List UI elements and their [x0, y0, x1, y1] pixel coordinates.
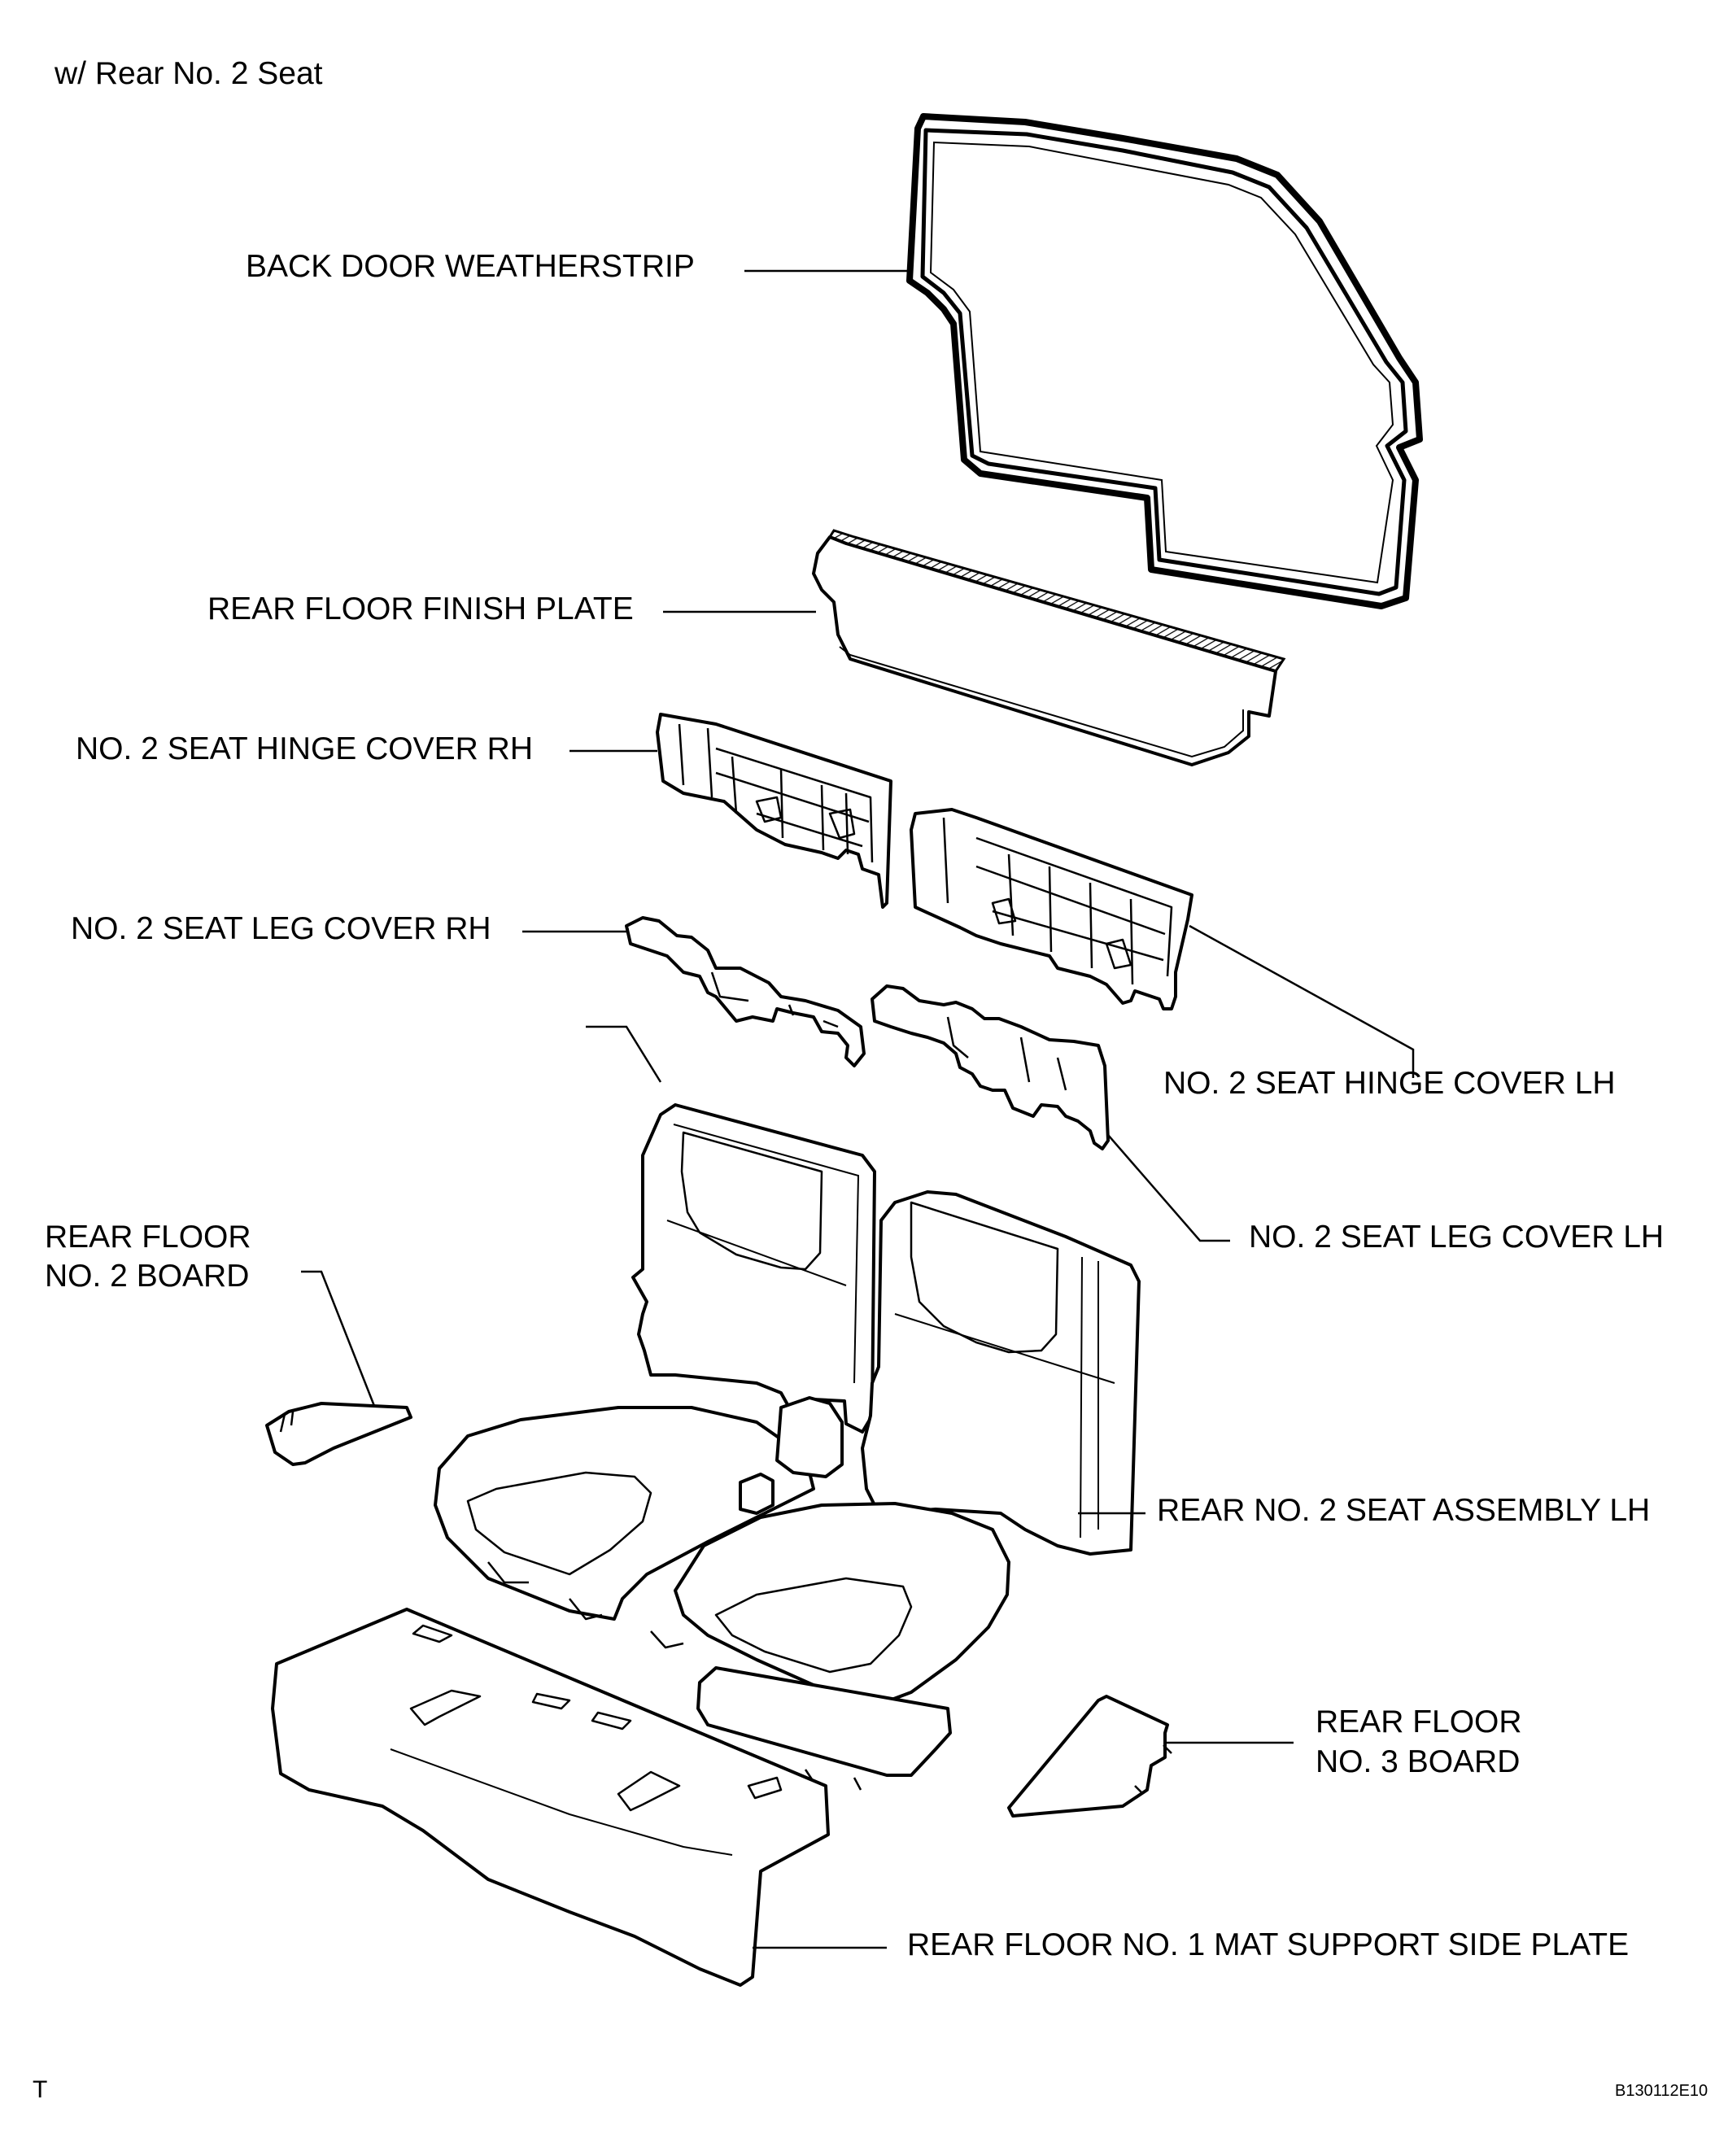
rear-floor-no2-board: [265, 1402, 412, 1466]
leader-floor-no2-board: [301, 1270, 376, 1407]
rear-no2-seat-assembly: [434, 1103, 1141, 1791]
label-hinge-cover-rh: NO. 2 SEAT HINGE COVER RH: [76, 731, 533, 766]
rear-floor-finish-plate: [812, 529, 1286, 766]
label-mat-support-side-plate: REAR FLOOR NO. 1 MAT SUPPORT SIDE PLATE: [907, 1927, 1630, 1962]
leg-cover-lh: [871, 984, 1110, 1150]
label-leg-cover-lh: NO. 2 SEAT LEG COVER LH: [1249, 1220, 1665, 1255]
label-hinge-cover-lh: NO. 2 SEAT HINGE COVER LH: [1163, 1066, 1616, 1101]
hinge-cover-lh: [910, 808, 1193, 1010]
label-back-door-weatherstrip: BACK DOOR WEATHERSTRIP: [246, 249, 695, 284]
hinge-cover-rh: [656, 713, 892, 909]
leader-lines: [301, 269, 1415, 1949]
leader-leg-cover-lh: [1107, 1134, 1230, 1242]
corner-mark: T: [33, 2076, 48, 2103]
label-seat-assembly-lh: REAR NO. 2 SEAT ASSEMBLY LH: [1157, 1493, 1651, 1528]
diagram-variant-title: w/ Rear No. 2 Seat: [55, 56, 323, 91]
leg-cover-rh: [625, 916, 866, 1067]
figure-code: B130112E10: [1615, 2082, 1708, 2100]
back-door-weatherstrip: [906, 113, 1423, 609]
label-floor-no2-board-line1: REAR FLOOR: [45, 1220, 251, 1255]
rear-floor-no3-board: [1007, 1695, 1172, 1818]
label-floor-no3-board-line1: REAR FLOOR: [1316, 1704, 1522, 1739]
label-floor-no2-board-line2: NO. 2 BOARD: [45, 1259, 250, 1294]
mat-support-side-plate: [271, 1608, 830, 1987]
label-rear-floor-finish-plate: REAR FLOOR FINISH PLATE: [207, 591, 634, 626]
leader-hinge-cover-lh: [1189, 924, 1415, 1078]
label-floor-no3-board-line2: NO. 3 BOARD: [1316, 1744, 1521, 1779]
leader-seat-assembly-rh: [586, 1025, 662, 1083]
label-leg-cover-rh: NO. 2 SEAT LEG COVER RH: [71, 911, 491, 946]
